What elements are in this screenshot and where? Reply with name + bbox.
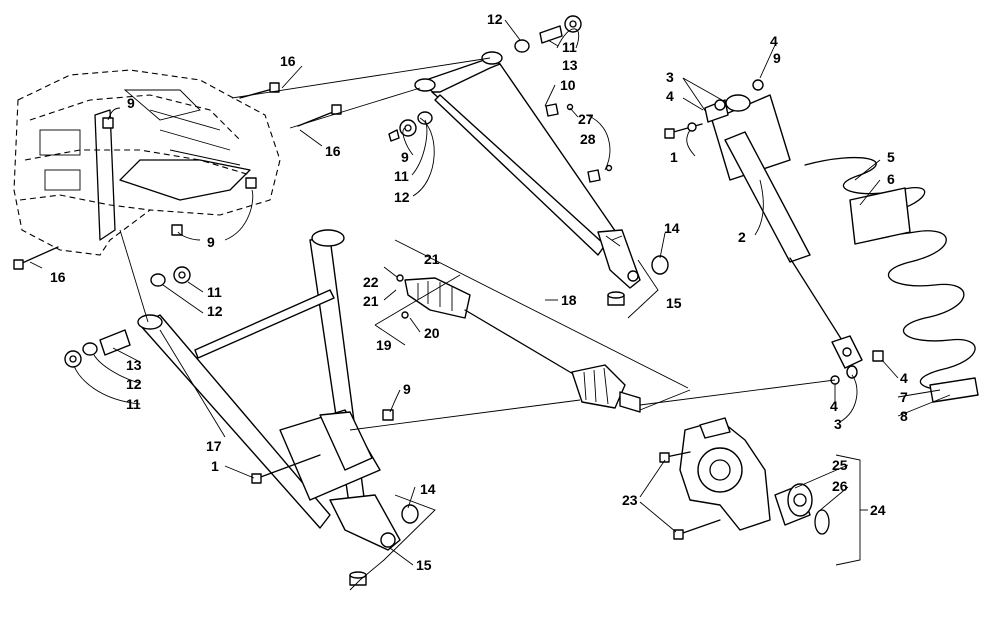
label-3-bottom: 3 <box>834 416 842 432</box>
label-4-lower: 4 <box>900 370 908 386</box>
label-11-mid: 11 <box>394 168 409 184</box>
label-4-mid: 4 <box>666 88 674 104</box>
bolt-16-top <box>239 82 280 99</box>
label-9-lower: 9 <box>403 381 411 397</box>
bolt-16-mid <box>297 104 342 127</box>
label-10: 10 <box>560 77 576 93</box>
nut-9-lower <box>382 409 394 421</box>
shock-bolt-1 <box>664 122 703 139</box>
label-11-left: 11 <box>126 396 141 412</box>
label-4-top: 4 <box>770 33 778 49</box>
label-6: 6 <box>887 171 895 187</box>
bushing-set-left <box>64 266 191 368</box>
bolt-16-left <box>13 246 59 270</box>
label-2: 2 <box>738 229 746 245</box>
label-15-top: 15 <box>666 295 682 311</box>
label-9-mid: 9 <box>401 149 409 165</box>
label-9-top-right: 9 <box>773 50 781 66</box>
label-11-top: 11 <box>562 39 577 55</box>
label-20: 20 <box>424 325 440 341</box>
label-4-bottom: 4 <box>830 398 838 414</box>
upper-a-arm <box>414 51 641 289</box>
leader-lines <box>29 19 951 591</box>
callout-labels: 1 2 3 4 9 4 5 6 4 7 8 4 3 12 11 13 10 27… <box>50 11 908 573</box>
chassis-frame <box>13 69 281 256</box>
bushing-set-top <box>388 15 582 142</box>
lower-a-arm <box>137 229 401 551</box>
ball-joint-lower <box>349 504 419 586</box>
nuts-9-frame <box>102 117 257 236</box>
label-9-frame: 9 <box>207 234 215 250</box>
label-7: 7 <box>900 389 908 405</box>
label-17: 17 <box>206 438 222 454</box>
label-3-top: 3 <box>666 69 674 85</box>
label-16-mid: 16 <box>325 143 341 159</box>
bolt-1-lower <box>251 454 321 484</box>
label-19: 19 <box>376 337 392 353</box>
label-24: 24 <box>870 502 886 518</box>
label-9-top-left: 9 <box>127 95 135 111</box>
label-25: 25 <box>832 457 848 473</box>
label-8: 8 <box>900 408 908 424</box>
label-11-right: 11 <box>207 284 222 300</box>
label-1-top: 1 <box>670 149 678 165</box>
label-12-top: 12 <box>487 11 503 27</box>
knuckle-bolts <box>659 451 721 540</box>
hub-bearing <box>774 483 830 535</box>
label-16-top: 16 <box>280 53 296 69</box>
label-14-top: 14 <box>664 220 680 236</box>
label-27: 27 <box>578 111 594 127</box>
label-23: 23 <box>622 492 638 508</box>
label-21-a: 21 <box>424 251 440 267</box>
label-13-top: 13 <box>562 57 578 73</box>
label-16-left: 16 <box>50 269 66 285</box>
label-21-b: 21 <box>363 293 379 309</box>
coil-spring <box>804 156 979 403</box>
brackets-27-28 <box>545 103 613 183</box>
label-13-left: 13 <box>126 357 142 373</box>
label-12-mid: 12 <box>394 189 410 205</box>
label-1-lower: 1 <box>211 458 219 474</box>
label-28: 28 <box>580 131 596 147</box>
label-5: 5 <box>887 149 895 165</box>
label-26: 26 <box>832 478 848 494</box>
label-12-right: 12 <box>207 303 223 319</box>
label-15-lower: 15 <box>416 557 432 573</box>
shock-absorber <box>704 79 863 369</box>
label-18: 18 <box>561 292 577 308</box>
steering-knuckle <box>679 417 771 531</box>
label-12-left: 12 <box>126 376 142 392</box>
label-14-lower: 14 <box>420 481 436 497</box>
label-22: 22 <box>363 274 379 290</box>
drive-axle <box>396 274 641 413</box>
